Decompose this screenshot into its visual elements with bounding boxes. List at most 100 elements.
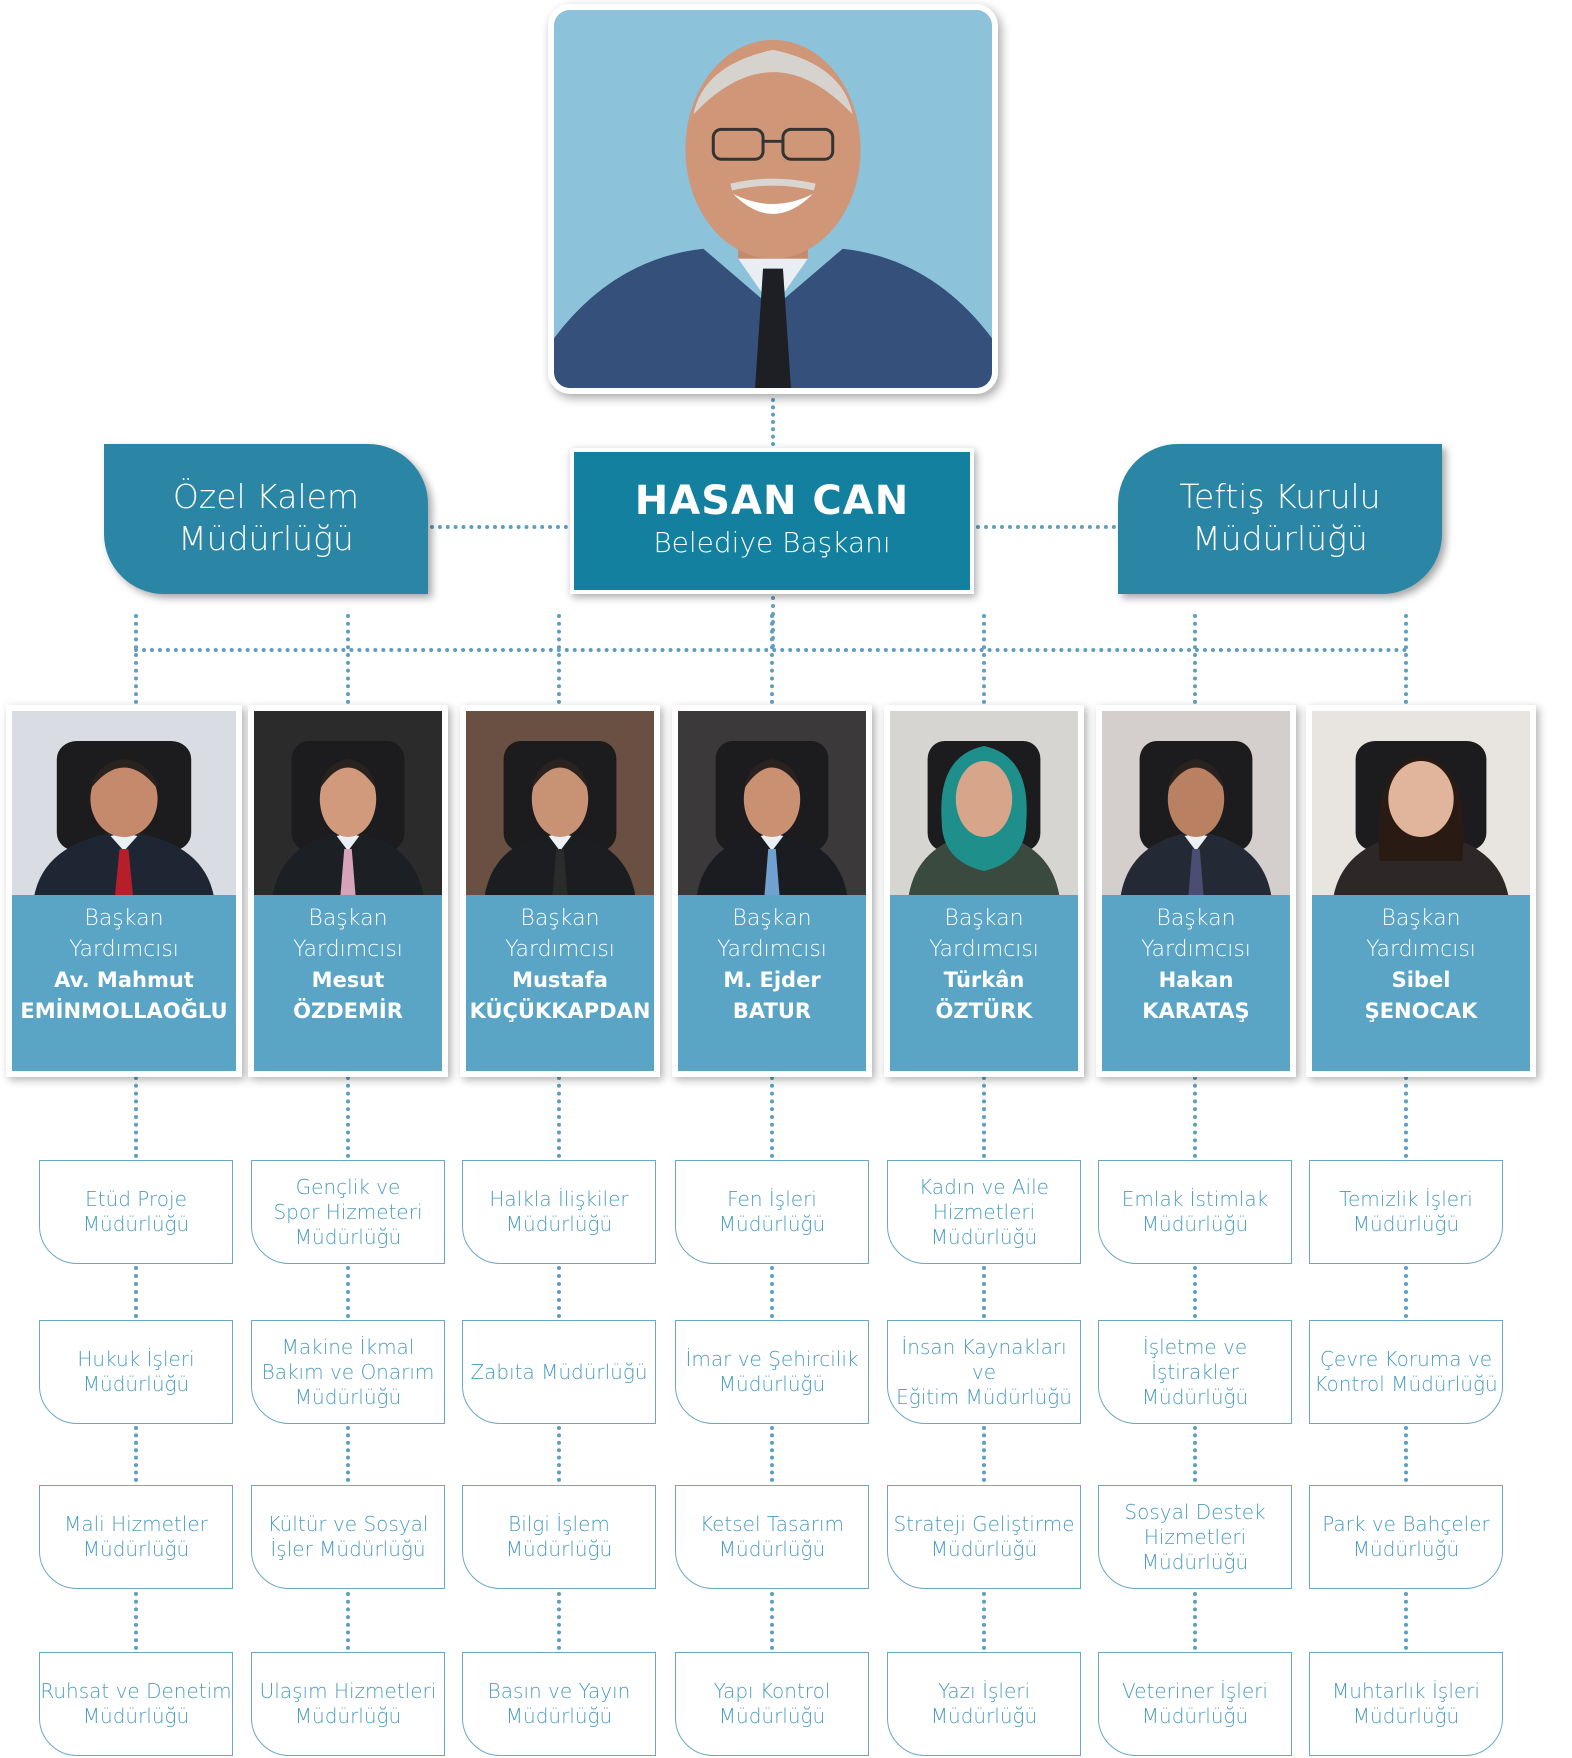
unit-box: Zabıta Müdürlüğü <box>462 1320 656 1424</box>
connector-deputy-5-top <box>982 614 986 704</box>
connector-unit-4-c <box>770 1592 774 1650</box>
unit-label-line: Hizmetleri <box>932 1199 1036 1224</box>
unit-label-line: Emlak İstimlak <box>1121 1187 1269 1211</box>
deputy-name-line-1: Mustafa <box>512 968 608 992</box>
unit-label-line: Basın ve Yayın <box>487 1679 631 1703</box>
deputy-name-line-2: KÜÇÜKKAPDAN <box>469 999 651 1023</box>
deputy-name-line-1: Hakan <box>1158 968 1234 992</box>
unit-label-line: Müdürlüğü <box>82 1704 190 1728</box>
deputy-title-line-2: Yardımcısı <box>69 937 179 962</box>
unit-label-line: Park ve Bahçeler <box>1322 1512 1490 1536</box>
deputy-title-line-1: Başkan <box>944 906 1024 931</box>
deputy-title-line-1: Başkan <box>732 906 812 931</box>
connector-deputy-2-units <box>346 1076 350 1158</box>
deputy-photo <box>466 711 654 895</box>
unit-label-line: Müdürlüğü <box>1352 1704 1460 1728</box>
unit-label: Zabıta Müdürlüğü <box>470 1360 647 1385</box>
connector-deputy-7-units <box>1404 1076 1408 1158</box>
connector-left-side <box>430 525 568 529</box>
unit-label-line: Yapı Kontrol <box>713 1679 831 1703</box>
unit-label-line: Spor Hizmeteri <box>273 1199 423 1224</box>
deputy-title-line-1: Başkan <box>84 906 164 931</box>
unit-label-line: Hizmetleri <box>1143 1524 1247 1549</box>
unit-label-line: Müdürlüğü <box>930 1704 1038 1728</box>
unit-label-line: Müdürlüğü <box>1352 1212 1460 1236</box>
unit-label-line: Çevre Koruma ve <box>1319 1347 1493 1371</box>
deputy-photo <box>890 711 1078 895</box>
unit-label-line: Bilgi İşlem <box>508 1512 610 1536</box>
connector-deputy-4-top <box>770 614 774 704</box>
unit-label-line: Kültür ve Sosyal <box>267 1512 429 1536</box>
unit-label-line: Müdürlüğü <box>1141 1212 1249 1236</box>
unit-label-line: İnsan Kaynakları ve <box>901 1334 1067 1384</box>
mayor-photo <box>548 4 998 394</box>
unit-label-line: Müdürlüğü <box>82 1212 190 1236</box>
unit-label-line: Müdürlüğü <box>82 1372 190 1396</box>
unit-label-line: Müdürlüğü <box>718 1212 826 1236</box>
connector-unit-7-a <box>1404 1266 1408 1318</box>
deputy-photo <box>12 711 236 895</box>
connector-deputy-7-top <box>1404 614 1408 704</box>
deputy-name-line-1: M. Ejder <box>723 968 821 992</box>
unit-label-line: Sosyal Destek <box>1124 1499 1266 1524</box>
unit-label-line: Müdürlüğü <box>505 1704 613 1728</box>
unit-label-line: Müdürlüğü <box>294 1704 402 1728</box>
unit-label-line: Müdürlüğü <box>1352 1537 1460 1561</box>
connector-deputy-6-top <box>1193 614 1197 704</box>
unit-label-line: Müdürlüğü <box>82 1537 190 1561</box>
deputy-title-line-1: Başkan <box>1156 906 1236 931</box>
unit-label-line: Müdürlüğü <box>505 1537 613 1561</box>
connector-deputy-1-top <box>134 614 138 704</box>
unit-label-line: Müdürlüğü <box>294 1224 402 1249</box>
unit-label-line: Müdürlüğü <box>718 1537 826 1561</box>
connector-unit-7-b <box>1404 1426 1408 1482</box>
connector-unit-5-a <box>982 1266 986 1318</box>
unit-label-line: Müdürlüğü <box>294 1384 402 1409</box>
inspection-board-box: Teftiş Kurulu Müdürlüğü <box>1118 444 1442 594</box>
deputy-name-line-2: ÖZTÜRK <box>935 999 1033 1023</box>
deputy-photo <box>678 711 866 895</box>
deputy-title-line-2: Yardımcısı <box>717 937 827 962</box>
connector-deputy-5-units <box>982 1076 986 1158</box>
deputy-photo <box>1312 711 1530 895</box>
deputy-photo <box>254 711 442 895</box>
deputy-title-line-1: Başkan <box>1381 906 1461 931</box>
deputy-name-line-2: KARATAŞ <box>1142 999 1250 1023</box>
unit-label-line: Fen İşleri <box>727 1187 817 1211</box>
connector-deputy-3-units <box>557 1076 561 1158</box>
unit-label-line: Müdürlüğü <box>1141 1704 1249 1728</box>
connector-unit-4-b <box>770 1426 774 1482</box>
